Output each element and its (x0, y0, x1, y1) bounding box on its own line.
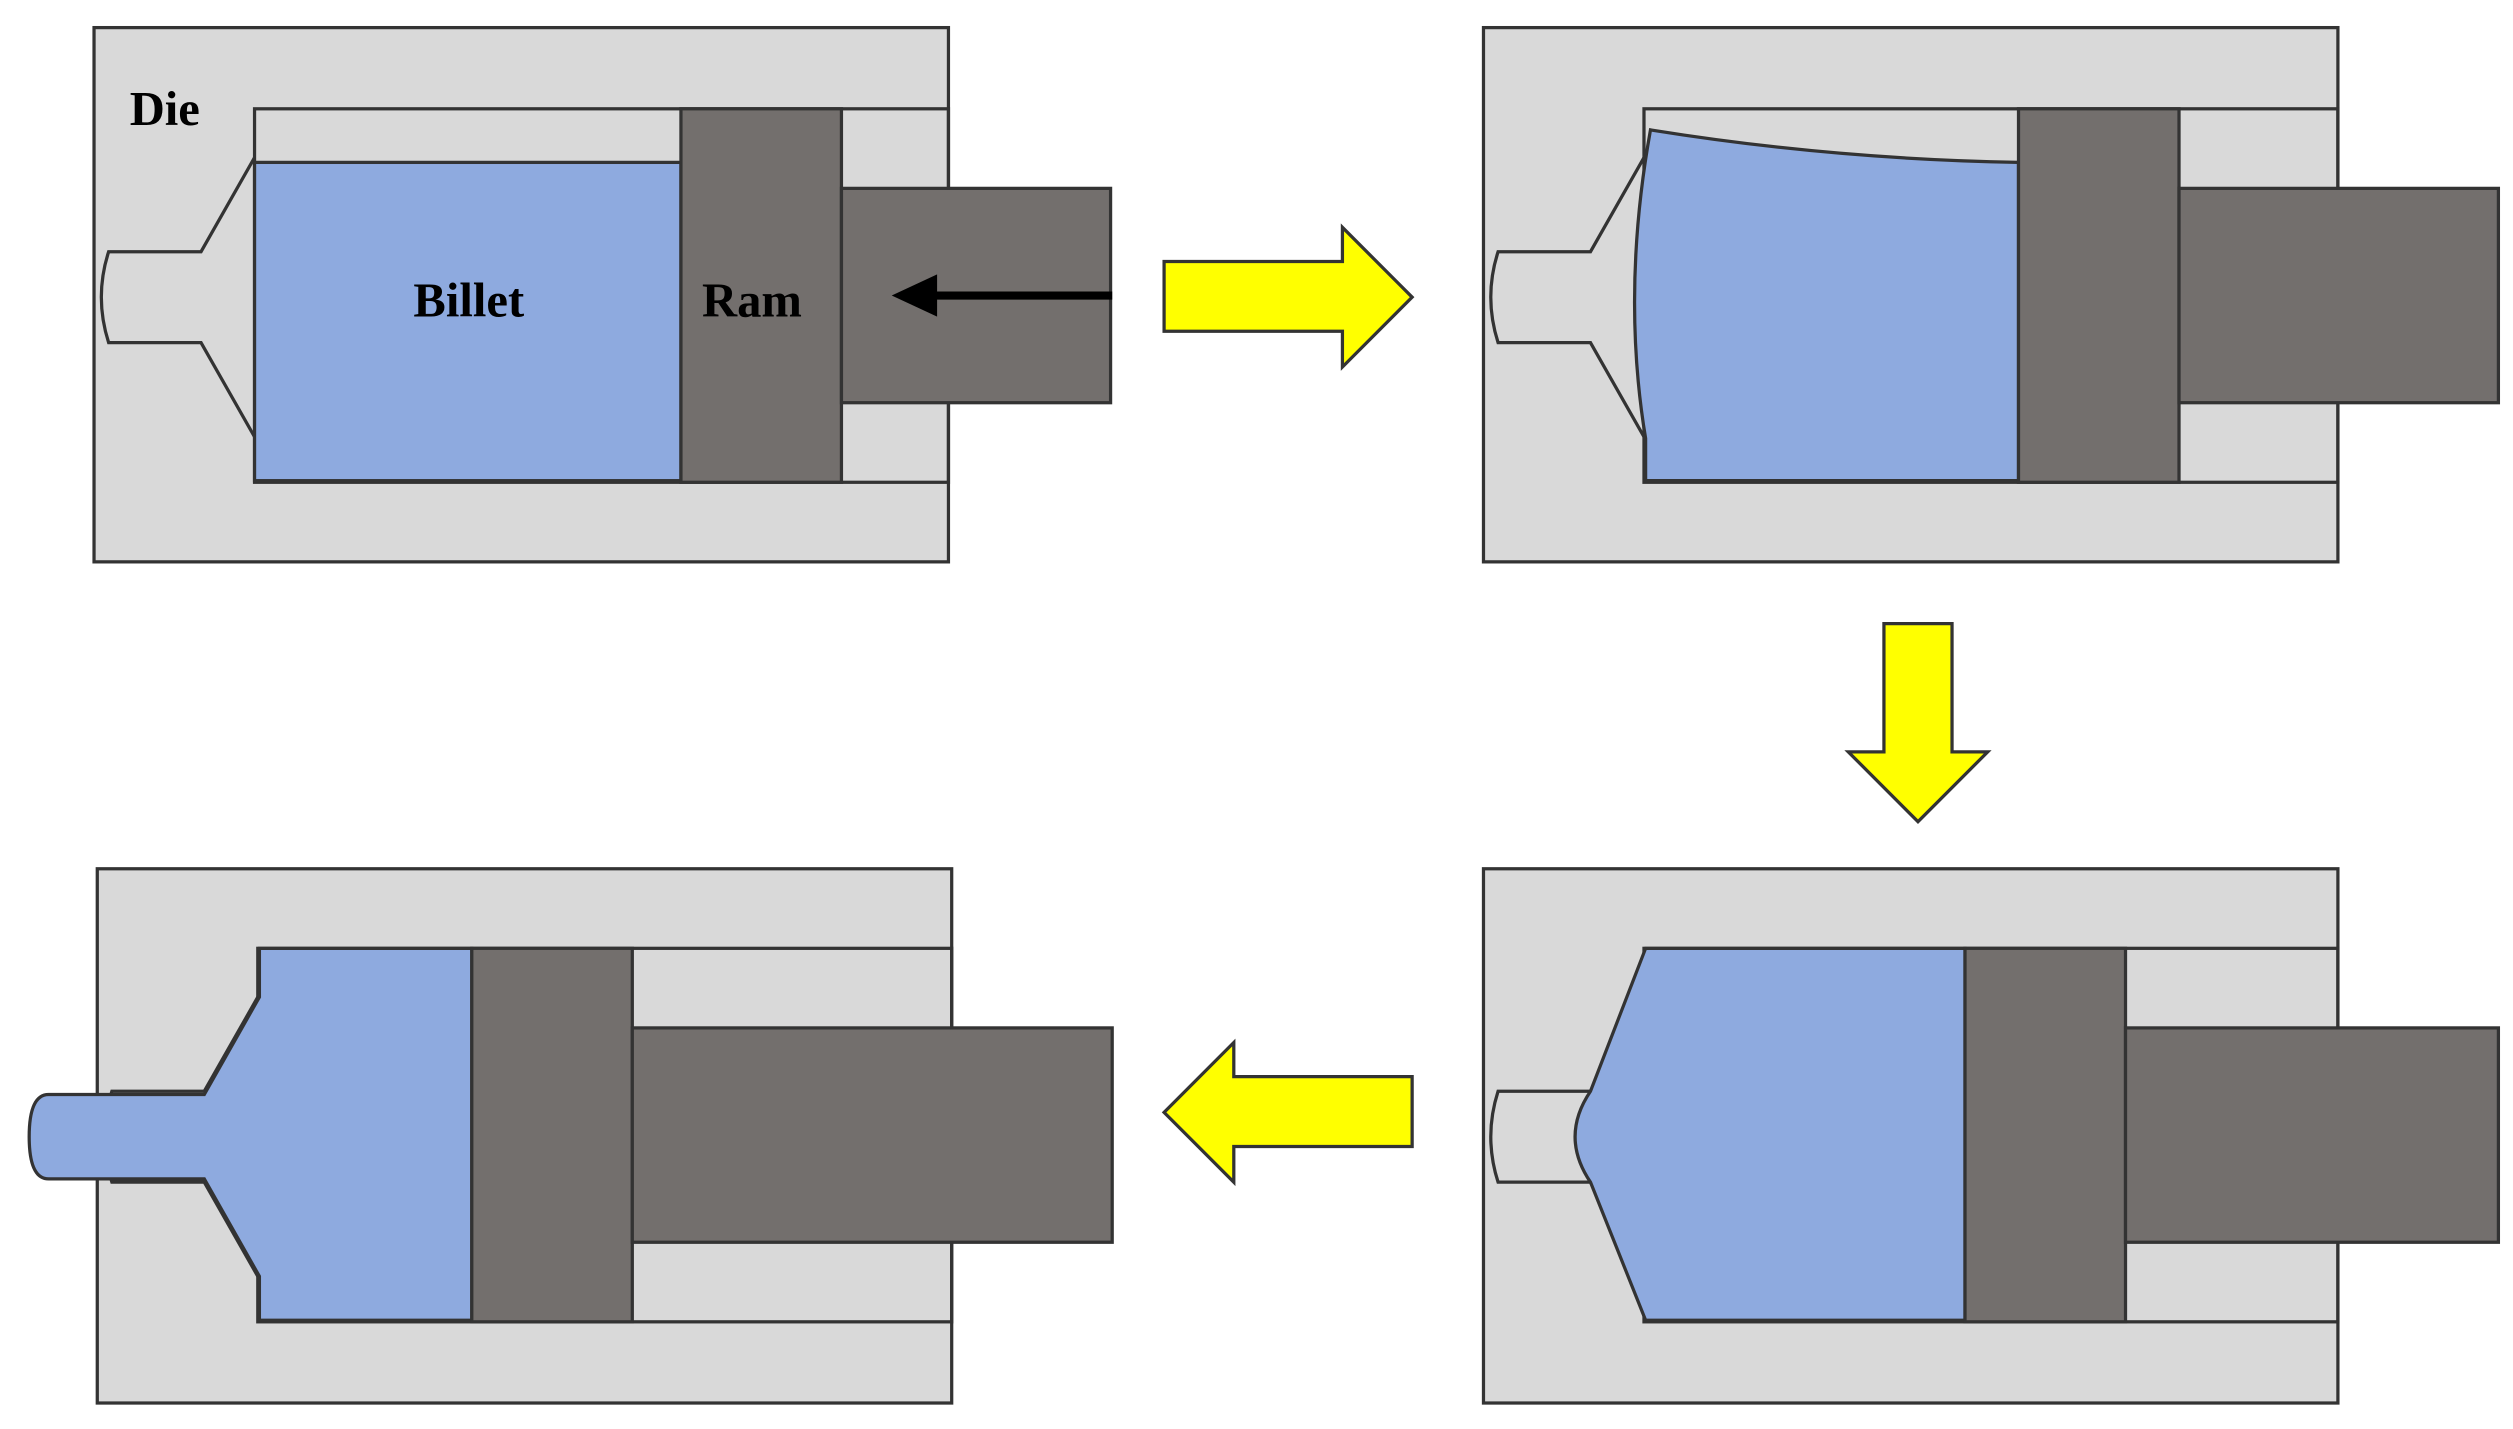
flow-arrow-left (1161, 1038, 1414, 1187)
stage-1-initial: Die Billet Ram (92, 25, 1113, 564)
flow-arrow-down (1844, 621, 1992, 824)
force-arrow-head (891, 274, 938, 317)
billet (1573, 946, 1967, 1322)
ram-rod (630, 1026, 1114, 1244)
stage-3-filling (1481, 867, 2501, 1405)
ram-head (679, 107, 844, 484)
ram-head (2016, 107, 2181, 484)
ram-rod (2177, 186, 2501, 405)
billet-label: Billet (413, 274, 524, 328)
flow-arrow-right (1162, 223, 1415, 371)
die-opening (1489, 156, 1646, 438)
billet (27, 946, 474, 1322)
ram-label: Ram (702, 274, 802, 328)
ram-head (470, 946, 634, 1324)
stage-4-extruded (27, 867, 1114, 1405)
ram-head (1963, 946, 2128, 1324)
die-opening (1489, 996, 1646, 1278)
billet (1632, 128, 2021, 483)
die-label: Die (130, 82, 200, 136)
stage-2-upsetting (1481, 25, 2501, 564)
ram-rod (2123, 1026, 2501, 1244)
die-opening (99, 156, 256, 438)
